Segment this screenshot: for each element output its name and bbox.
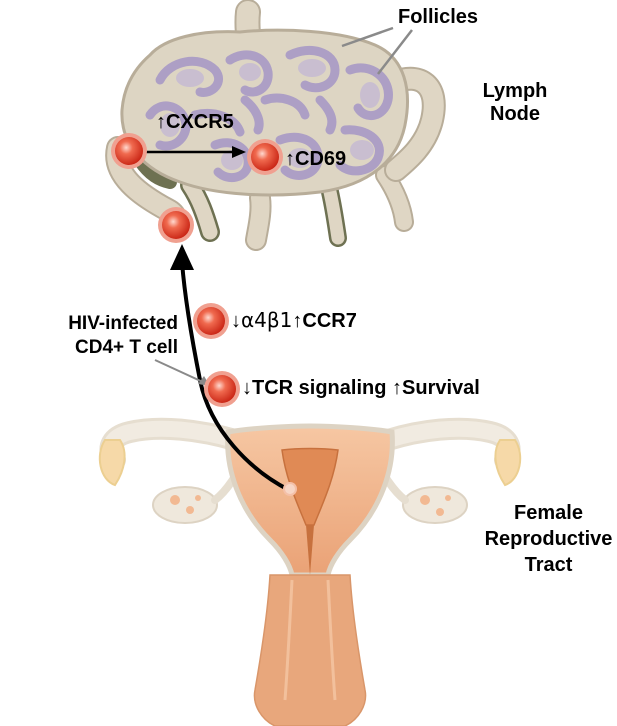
lymph-node-label: Lymph Node xyxy=(470,80,560,126)
hiv-cell-label-line2: CD4+ T cell xyxy=(75,337,178,358)
cell-activated xyxy=(247,139,283,175)
follicles xyxy=(145,45,393,183)
female-reproductive-tract xyxy=(98,417,522,726)
cell-entering-node xyxy=(111,133,147,169)
survival-text: Survival xyxy=(402,377,480,399)
ovary-left xyxy=(152,486,218,524)
cell-arriving xyxy=(158,207,194,243)
alpha4beta1-text: α4β1 xyxy=(241,308,293,332)
cxcr5-text: CXCR5 xyxy=(166,111,234,133)
tcr-text: TCR signaling xyxy=(252,377,387,399)
follicle-centers xyxy=(160,59,380,170)
cell-migrating xyxy=(193,303,229,339)
cells xyxy=(111,133,297,496)
up-arrow-icon: ↑ xyxy=(292,310,303,332)
cxcr5-label: ↑CXCR5 xyxy=(156,111,234,134)
follicles-pointers xyxy=(341,26,413,75)
integrin-ccr7-label: ↓α4β1↑CCR7 xyxy=(231,309,357,333)
in-node-arrow-head xyxy=(232,146,246,158)
cd69-label: ↑CD69 xyxy=(285,148,346,171)
vagina xyxy=(253,574,367,726)
cell-infected xyxy=(204,371,240,407)
cervical-canal xyxy=(306,525,314,575)
lymph-node xyxy=(105,0,446,251)
frt-label: Female Reproductive Tract xyxy=(480,500,617,578)
up-arrow-icon: ↑ xyxy=(392,377,403,399)
follicles-label: Follicles xyxy=(398,6,479,28)
lymph-node-label-line1: Lymph xyxy=(482,80,548,102)
hiv-cell-label: HIV-infected CD4+ T cell xyxy=(0,312,178,360)
frt-label-line2: Reproductive xyxy=(484,528,613,550)
ccr7-text: CCR7 xyxy=(302,310,357,332)
migration-arrow-head xyxy=(170,244,194,270)
lymph-node-label-line2: Node xyxy=(490,103,540,125)
ovary-right xyxy=(402,486,468,524)
frt-label-line1: Female xyxy=(514,502,583,524)
tcr-survival-label: ↓TCR signaling ↑Survival xyxy=(242,377,480,400)
cd69-text: CD69 xyxy=(295,148,347,170)
down-arrow-icon: ↓ xyxy=(231,310,241,332)
frt-label-line3: Tract xyxy=(524,554,573,576)
fimbriae-left xyxy=(98,439,126,487)
fimbriae-right xyxy=(494,439,522,487)
cell-in-tract xyxy=(283,482,297,496)
down-arrow-icon: ↓ xyxy=(242,377,252,399)
up-arrow-icon: ↑ xyxy=(285,148,295,170)
lymphatic-vessels xyxy=(105,0,446,251)
hiv-cell-label-line1: HIV-infected xyxy=(68,313,178,334)
up-arrow-icon: ↑ xyxy=(156,111,166,133)
hiv-cell-pointer xyxy=(154,359,206,384)
